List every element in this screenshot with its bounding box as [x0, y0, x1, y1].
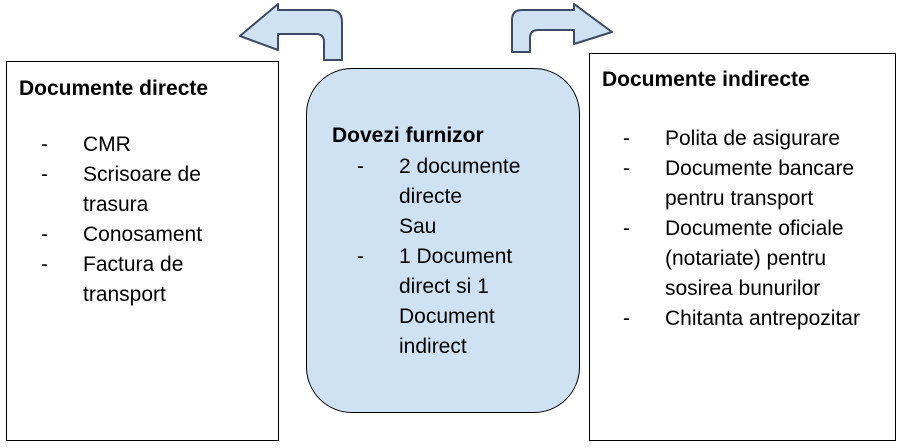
direct-documents-list: CMR Scrisoare de trasura Conosament Fact… — [41, 130, 271, 310]
supplier-proof-list: 2 documente directe Sau 1 Document direc… — [357, 152, 567, 362]
supplier-proof-box: Dovezi furnizor 2 documente directe Sau … — [306, 68, 580, 413]
supplier-proof-title: Dovezi furnizor — [332, 124, 484, 147]
curved-arrow-left-icon — [239, 3, 343, 61]
direct-documents-box: Documente directe CMR Scrisoare de trasu… — [6, 61, 279, 441]
list-item: Factura de transport — [41, 250, 271, 310]
list-item: Conosament — [41, 220, 271, 250]
list-item: Chitanta antrepozitar — [623, 304, 883, 334]
indirect-documents-box: Documente indirecte Polita de asigurare … — [589, 53, 896, 441]
list-item: Polita de asigurare — [623, 124, 883, 154]
list-item: Scrisoare de trasura — [41, 160, 271, 220]
list-item: Documente oficiale (notariate) pentru so… — [623, 214, 883, 304]
indirect-documents-title: Documente indirecte — [602, 68, 810, 91]
direct-documents-title: Documente directe — [19, 77, 209, 100]
list-item: 2 documente directe Sau — [357, 152, 567, 242]
curved-arrow-right-icon — [511, 3, 613, 53]
list-item: CMR — [41, 130, 271, 160]
list-item: Documente bancare pentru transport — [623, 154, 883, 214]
list-item: 1 Document direct si 1 Document indirect — [357, 242, 567, 362]
indirect-documents-list: Polita de asigurare Documente bancare pe… — [623, 124, 883, 334]
